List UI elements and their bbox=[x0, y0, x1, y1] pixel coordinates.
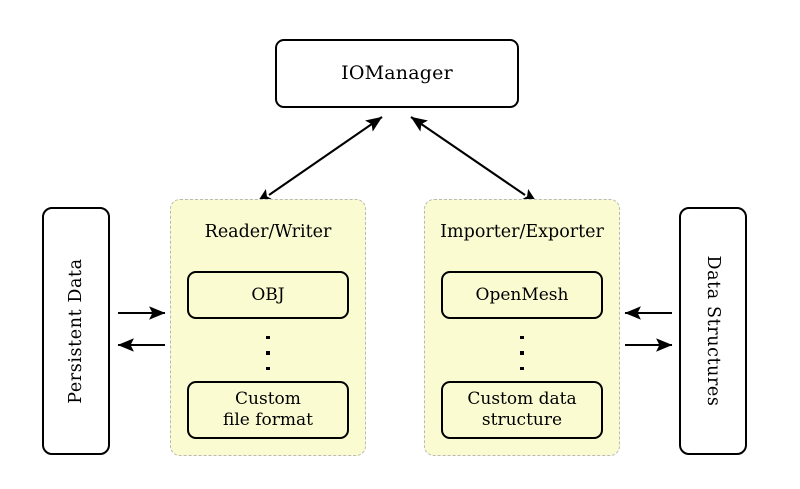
node-data-structures[interactable]: Data Structures bbox=[679, 207, 747, 455]
ellipsis-icon-importer-exporter bbox=[425, 333, 619, 373]
node-custom-data-structure-line2: structure bbox=[481, 410, 563, 430]
node-io-manager[interactable]: IOManager bbox=[275, 39, 519, 108]
node-custom-file-format[interactable]: Custom file format bbox=[187, 381, 349, 439]
group-importer-exporter[interactable]: Importer/Exporter OpenMesh Custom data s… bbox=[424, 199, 620, 456]
node-obj[interactable]: OBJ bbox=[187, 271, 349, 319]
connector-manager-reader-writer bbox=[256, 116, 383, 204]
connector-manager-importer-exporter bbox=[410, 116, 538, 204]
node-custom-file-format-line2: file format bbox=[223, 410, 313, 430]
group-reader-writer-title: Reader/Writer bbox=[204, 222, 332, 242]
node-custom-data-structure[interactable]: Custom data structure bbox=[441, 381, 603, 439]
node-persistent-data[interactable]: Persistent Data bbox=[42, 207, 110, 455]
node-data-structures-label: Data Structures bbox=[703, 255, 723, 407]
node-custom-file-format-line1: Custom bbox=[235, 389, 301, 410]
group-reader-writer[interactable]: Reader/Writer OBJ Custom file format bbox=[170, 199, 366, 456]
node-persistent-data-label: Persistent Data bbox=[66, 258, 86, 404]
node-io-manager-label: IOManager bbox=[341, 62, 453, 85]
node-openmesh[interactable]: OpenMesh bbox=[441, 271, 603, 319]
node-obj-label: OBJ bbox=[251, 284, 285, 305]
ellipsis-icon-reader-writer bbox=[171, 333, 365, 373]
group-importer-exporter-title: Importer/Exporter bbox=[440, 222, 604, 242]
node-openmesh-label: OpenMesh bbox=[475, 284, 569, 305]
node-custom-data-structure-line1: Custom data bbox=[467, 389, 577, 410]
